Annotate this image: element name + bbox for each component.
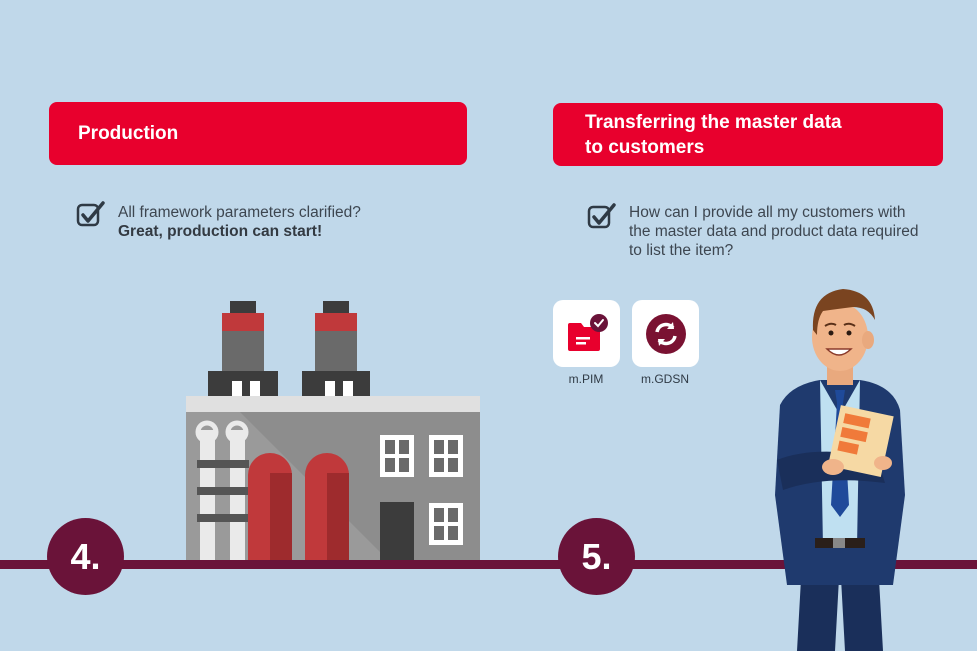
step-5-title-line1: Transferring the master data (585, 111, 842, 133)
mpim-label: m.PIM (568, 372, 604, 386)
mgdsn-label: m.GDSN (641, 372, 689, 386)
step-4-title-banner: Production (49, 102, 467, 165)
timeline-bar (0, 560, 977, 569)
mgdsn-app-tile[interactable] (632, 300, 699, 367)
step-4-title: Production (78, 122, 179, 144)
step-5-description: How can I provide all my customers with … (629, 204, 919, 259)
step-5-number: 5. (558, 518, 635, 595)
step-4-description: All framework parameters clarified? Grea… (118, 203, 418, 241)
step-4-number: 4. (47, 518, 124, 595)
step-4-question: All framework parameters clarified? (118, 204, 361, 221)
step-5-title-banner: Transferring the master data to customer… (553, 103, 943, 166)
sync-arrows-icon (645, 313, 686, 354)
mpim-app-tile[interactable] (553, 300, 620, 367)
step-4-answer: Great, production can start! (118, 223, 323, 240)
folder-check-icon (567, 313, 608, 351)
factory-illustration (186, 301, 480, 562)
step-5-title-line2: to customers (585, 136, 705, 158)
checkbox-check-icon (76, 201, 105, 227)
step-5-title: Transferring the master data to customer… (585, 110, 842, 160)
checkbox-check-icon (587, 203, 616, 229)
businessman-illustration (775, 289, 905, 651)
